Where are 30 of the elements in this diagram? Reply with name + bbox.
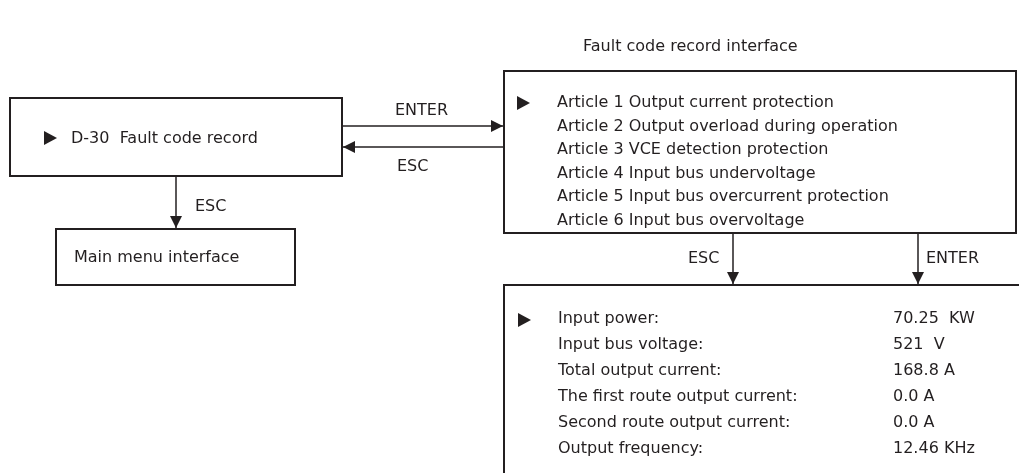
parameter-value: 12.46 KHz: [893, 438, 975, 458]
parameter-value: 0.0 A: [893, 386, 935, 406]
menu-item-text: Article 4 Input bus undervoltage: [557, 162, 816, 183]
arrow: [912, 233, 924, 285]
menu-item-text: Article 3 VCE detection protection: [557, 139, 829, 159]
menu-item-text: D-30 Fault code record: [71, 128, 258, 148]
parameter-label: The first route output current:: [558, 386, 798, 406]
screen-box: [503, 284, 1019, 473]
parameter-label: Second route output current:: [558, 412, 791, 432]
screen-box: [9, 97, 343, 177]
menu-item-text: Article 5 Input bus overcurrent protection: [557, 186, 889, 206]
parameter-label: Input power:: [558, 308, 660, 328]
parameter-label: Total output current:: [558, 360, 722, 380]
arrow: [342, 120, 504, 132]
menu-item-text: Article 6 Input bus overvoltage: [557, 209, 805, 230]
arrow: [342, 141, 504, 153]
parameter-value: 70.25 KW: [893, 308, 975, 328]
box-heading: Fault code record interface: [583, 36, 798, 56]
node-text: Main menu interface: [74, 247, 240, 267]
parameter-value: 0.0 A: [893, 412, 935, 432]
screen-box: [503, 70, 1017, 234]
parameter-value: 521 V: [893, 334, 945, 354]
arrow: [727, 233, 739, 285]
parameter-label: Output frequency:: [558, 438, 704, 458]
parameter-label: Input bus voltage:: [558, 334, 704, 354]
menu-item-text: Article 2 Output overload during operation: [557, 115, 898, 136]
menu-box: [55, 228, 296, 286]
menu-item-text: Article 1 Output current protection: [557, 92, 834, 112]
parameter-value: 168.8 A: [893, 360, 955, 380]
arrow: [170, 176, 182, 229]
